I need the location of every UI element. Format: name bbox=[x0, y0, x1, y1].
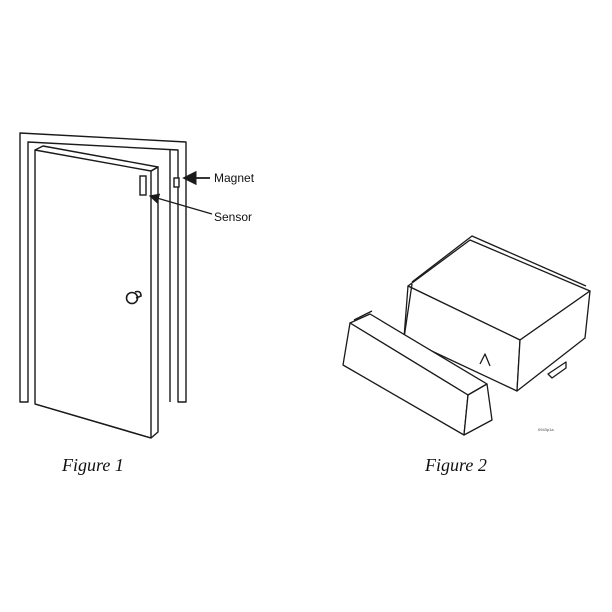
door-handle bbox=[125, 290, 142, 305]
figure-2-caption: Figure 2 bbox=[425, 455, 487, 475]
magnet-block bbox=[173, 177, 180, 188]
door-slab bbox=[34, 149, 152, 439]
door-edge bbox=[150, 166, 159, 439]
magnet-label: Magnet bbox=[214, 171, 255, 185]
sensor-magnet-housing-illustration bbox=[342, 235, 591, 436]
small-housing-end bbox=[463, 383, 493, 436]
door-illustration bbox=[19, 132, 187, 439]
sensor-label: Sensor bbox=[214, 210, 253, 224]
door-frame-outer bbox=[19, 132, 187, 403]
figure-code: 0943p1a bbox=[538, 427, 554, 432]
sensor-arrow bbox=[148, 193, 213, 215]
large-housing-side bbox=[516, 290, 591, 392]
figure-1-caption: Figure 1 bbox=[62, 455, 124, 475]
sensor-block bbox=[139, 175, 147, 196]
